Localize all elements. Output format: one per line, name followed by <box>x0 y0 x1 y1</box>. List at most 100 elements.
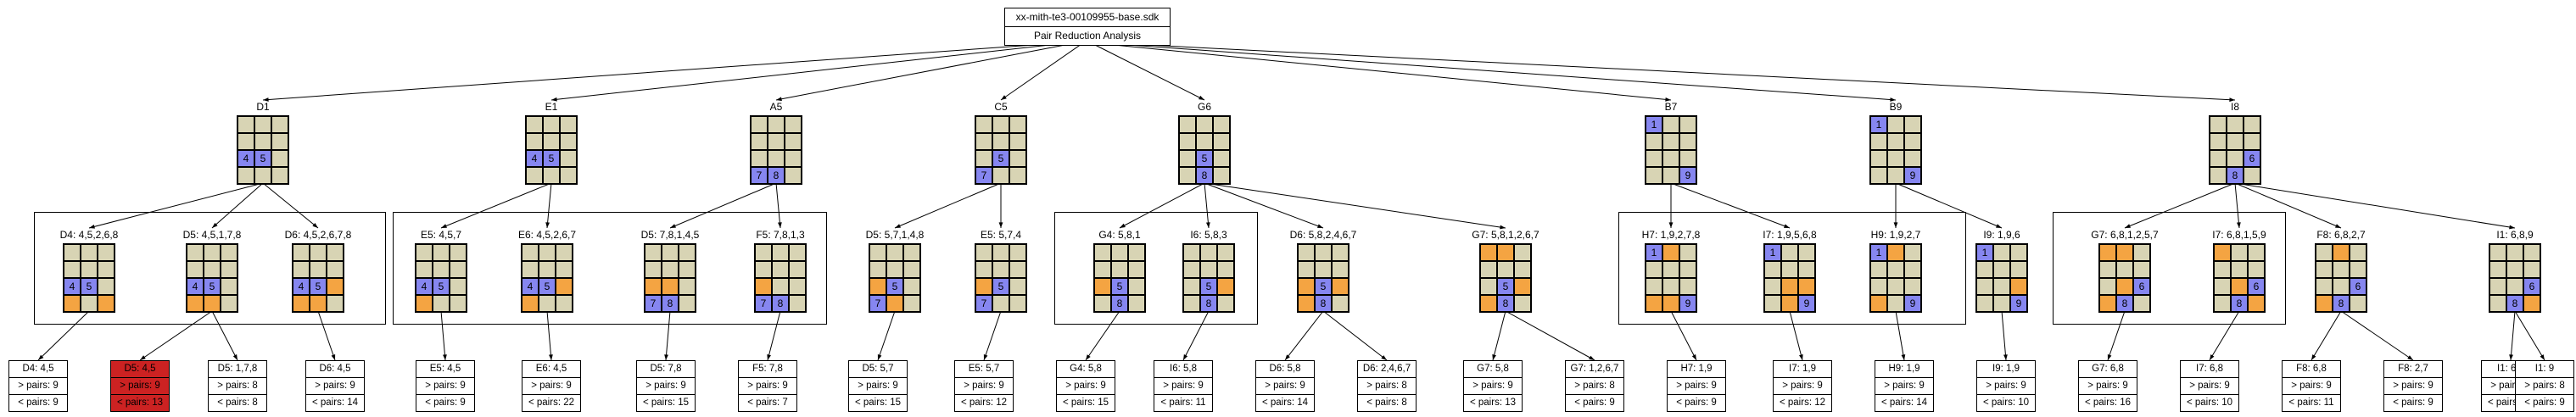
grid-cell <box>2210 150 2227 167</box>
edge-arrowhead <box>2540 354 2545 360</box>
grid-cell <box>1679 261 1696 278</box>
grid-cell <box>1111 244 1128 261</box>
grid-cell <box>2214 295 2231 312</box>
leaf-lt: < pairs: 16 <box>2079 394 2137 411</box>
grid-cell <box>1200 244 1217 261</box>
grid-cell <box>1887 295 1904 312</box>
level2-node-label: E5: 5,7,4 <box>980 229 1022 241</box>
grid-cell <box>433 244 450 261</box>
grid-cell <box>679 261 696 278</box>
leaf-lt: < pairs: 15 <box>637 394 695 411</box>
grid-cell <box>975 261 992 278</box>
edge-arrowhead <box>1890 97 1896 102</box>
grid-cell <box>254 167 271 184</box>
leaf-node: G7: 6,8> pairs: 9< pairs: 16 <box>2078 360 2137 412</box>
grid-cell <box>992 116 1009 133</box>
edge-arrowhead <box>877 354 882 360</box>
leaf-label: F5: 7,8 <box>752 364 783 374</box>
grid-cell <box>2116 261 2133 278</box>
grid-cell <box>98 278 115 295</box>
grid-cell <box>975 150 992 167</box>
grid-cell <box>1976 261 1993 278</box>
grid-cell <box>187 261 204 278</box>
edge-arrowhead <box>212 222 218 228</box>
grid-cell <box>1514 244 1531 261</box>
tree-edge <box>1182 310 1210 361</box>
grid-cell <box>2244 116 2260 133</box>
leaf-node: H7: 1,9> pairs: 9< pairs: 9 <box>1667 360 1726 412</box>
edge-arrowhead <box>2229 97 2235 103</box>
leaf-lt: < pairs: 9 <box>416 394 474 411</box>
grid-cell-blue: 4 <box>522 278 539 295</box>
tree-edge <box>550 43 1059 101</box>
grid-cell-blue: 7 <box>755 295 772 312</box>
grid-cell <box>789 261 806 278</box>
tree-edge <box>1492 310 1506 361</box>
edge-arrowhead <box>441 224 447 228</box>
edge-arrowhead <box>545 222 550 228</box>
leaf-gt: > pairs: 9 <box>9 377 67 394</box>
grid-cell <box>992 244 1009 261</box>
edge-arrowhead <box>89 225 95 229</box>
grid-cell <box>1993 278 2010 295</box>
grid-cell <box>1111 261 1128 278</box>
leaf-lt: < pairs: 9 <box>2384 394 2442 411</box>
edge-arrowhead <box>232 354 237 360</box>
leaf-gt: > pairs: 9 <box>637 377 695 394</box>
grid-cell <box>526 133 543 150</box>
level1-node-label: D1 <box>256 101 270 113</box>
leaf-gt: > pairs: 9 <box>522 377 580 394</box>
grid-cell-blue: 1 <box>1870 116 1887 133</box>
grid-cell-blue: 9 <box>1798 295 1815 312</box>
leaf-gt: > pairs: 8 <box>1358 377 1416 394</box>
grid-cell <box>886 244 903 261</box>
grid-cell <box>1887 167 1904 184</box>
grid-cell <box>1094 261 1111 278</box>
grid-cell <box>1200 261 1217 278</box>
grid-cell <box>1183 244 1200 261</box>
grid-cell <box>2523 244 2540 261</box>
grid-cell <box>1679 244 1696 261</box>
grid-cell <box>2489 295 2506 312</box>
grid-cell <box>1781 244 1798 261</box>
grid-cell <box>1904 150 1921 167</box>
grid-cell-blue: 4 <box>526 150 543 167</box>
tree-edge <box>1670 182 1791 229</box>
edge-arrowhead <box>443 354 447 360</box>
grid-cell <box>679 244 696 261</box>
grid-cell-orange <box>2214 244 2231 261</box>
grid-cell <box>522 261 539 278</box>
grid-cell-blue: 7 <box>869 295 886 312</box>
tree-edge <box>2124 182 2236 229</box>
grid-cell <box>327 261 344 278</box>
level1-node-label: B9 <box>1889 101 1903 113</box>
grid-cell-orange <box>1094 278 1111 295</box>
edge-arrowhead <box>2236 222 2241 228</box>
grid-cell-blue: 4 <box>237 150 254 167</box>
grid-cell <box>2099 278 2116 295</box>
grid-cell <box>1183 261 1200 278</box>
grid-cell <box>1646 278 1662 295</box>
grid-cell-orange <box>187 295 204 312</box>
grid-cell-blue: 8 <box>768 167 785 184</box>
grid-cell <box>98 261 115 278</box>
root-node: xx-mith-te3-00109955-base.sdk Pair Reduc… <box>1004 8 1171 46</box>
grid-cell <box>772 261 789 278</box>
grid-cell <box>2099 261 2116 278</box>
grid-cell <box>1128 261 1145 278</box>
grid-cell <box>1798 261 1815 278</box>
leaf-label: F8: 2,7 <box>2398 364 2428 374</box>
